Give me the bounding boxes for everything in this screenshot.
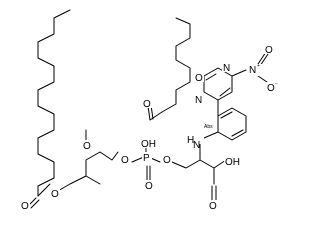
palmitoyl-chain bbox=[27, 9, 71, 209]
oxadiazole-o-label: O bbox=[195, 73, 203, 84]
oxadiazole-n2-label: N bbox=[223, 63, 230, 74]
lauroyl-chain bbox=[147, 17, 191, 121]
amine-n-label: N bbox=[193, 140, 200, 151]
acid-oh-label: OH bbox=[225, 157, 240, 168]
glycerol-backbone bbox=[55, 129, 119, 193]
atom-labels: O O O O O P OH O O H N OH O O N N N + bbox=[20, 44, 282, 212]
ester-o-upper-label: O bbox=[83, 141, 91, 152]
amine-h-label: H bbox=[187, 135, 194, 146]
ester-carbonyl-o-lower-label: O bbox=[21, 201, 29, 212]
phosphate-o-left-label: O bbox=[121, 155, 129, 166]
stereo-mark-label: Abs bbox=[204, 124, 213, 130]
acid-carbonyl-o-label: O bbox=[209, 201, 217, 212]
phosphate-oh-label: OH bbox=[141, 139, 156, 150]
nitro-minus-label: − bbox=[275, 81, 278, 87]
nitro-o-minus-label: O bbox=[267, 83, 275, 94]
oxadiazole-n1-label: N bbox=[195, 95, 202, 106]
phosphate-oxo-label: O bbox=[145, 181, 153, 192]
nitro-n-label: N bbox=[249, 65, 256, 76]
phosphorus-label: P bbox=[143, 153, 150, 164]
ester-o-lower-label: O bbox=[51, 189, 59, 200]
nitro-o-double-label: O bbox=[265, 45, 273, 56]
nitro-plus-label: + bbox=[257, 63, 260, 69]
phosphate-o-right-label: O bbox=[163, 155, 171, 166]
molecule-diagram: O O O O O P OH O O H N OH O O N N N + bbox=[20, 9, 282, 212]
ester-carbonyl-o-upper-label: O bbox=[143, 99, 151, 110]
